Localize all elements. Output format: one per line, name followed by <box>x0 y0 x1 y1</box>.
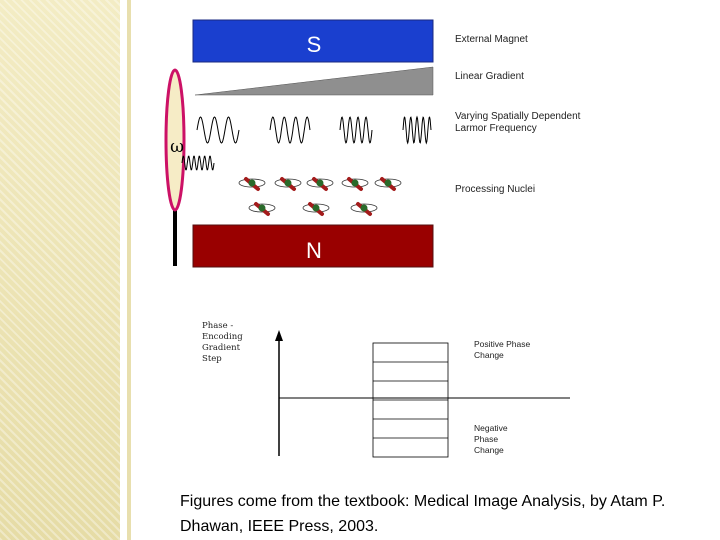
larmor-wave <box>196 116 240 144</box>
sidebar-pattern <box>0 0 120 540</box>
nucleus <box>374 177 402 191</box>
nucleus <box>341 177 369 191</box>
larmor-wave <box>339 116 373 144</box>
omega-symbol: ω <box>170 137 184 157</box>
nucleus <box>238 177 266 191</box>
nucleus <box>274 177 302 191</box>
larmor-waves <box>181 115 432 171</box>
south-magnet-label: S <box>307 32 322 57</box>
larmor-frequency-label: Varying Spatially Dependent Larmor Frequ… <box>455 111 581 134</box>
rf-coil <box>164 68 186 212</box>
nucleus <box>350 202 378 216</box>
north-magnet-label: N <box>306 238 322 263</box>
larmor-wave <box>181 155 215 171</box>
nucleus <box>302 202 330 216</box>
north-magnet <box>192 224 434 268</box>
nucleus <box>306 177 334 191</box>
gradient-step-table <box>372 342 449 458</box>
precessing-nuclei <box>238 177 402 216</box>
larmor-wave <box>402 115 432 145</box>
phase-encoding-label: Phase - Encoding Gradient Step <box>202 321 243 364</box>
positive-phase-label: Positive Phase Change <box>474 339 531 360</box>
nucleus <box>248 202 276 216</box>
linear-gradient-wedge <box>194 66 434 96</box>
negative-phase-label: Negative Phase Change <box>474 423 508 455</box>
external-magnet-label: External Magnet <box>455 34 528 45</box>
sidebar-divider <box>127 0 131 540</box>
processing-nuclei-label: Processing Nuclei <box>455 184 536 195</box>
larmor-wave <box>269 116 311 144</box>
south-magnet <box>192 19 434 63</box>
phase-axis-arrowhead <box>275 330 283 341</box>
decorative-sidebar <box>0 0 150 540</box>
figure-caption: Figures come from the textbook: Medical … <box>180 493 666 535</box>
linear-gradient-label: Linear Gradient <box>455 71 524 82</box>
